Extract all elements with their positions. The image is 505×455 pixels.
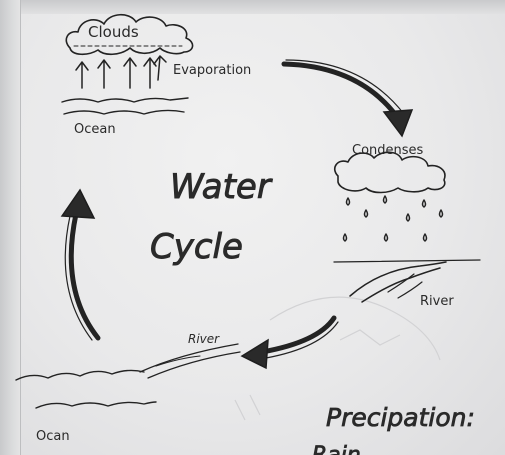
bottom-river-label: River bbox=[188, 332, 220, 346]
evaporation-to-condensation-arrow bbox=[281, 59, 414, 138]
precipitation-partial-text: Rain bbox=[312, 443, 361, 455]
diagram-title-line1: Water bbox=[170, 167, 273, 207]
top-ocean-label: Ocean bbox=[74, 122, 116, 137]
show-through-marks bbox=[234, 296, 441, 421]
precipitation-label: Precipation: bbox=[326, 403, 475, 432]
bottom-ocean-label: Ocan bbox=[36, 429, 70, 444]
condensing-cloud bbox=[333, 151, 446, 194]
ocean-to-clouds-arrow bbox=[60, 188, 101, 341]
page-top-shadow bbox=[0, 0, 505, 14]
right-river-label: River bbox=[420, 294, 454, 309]
binding-gutter bbox=[0, 0, 21, 455]
rain-drops bbox=[342, 195, 444, 242]
diagram-title-line2: Cycle bbox=[150, 227, 243, 267]
right-river-drawing bbox=[333, 259, 481, 303]
bottom-ocean-waves bbox=[15, 369, 157, 409]
evaporation-arrows bbox=[75, 55, 167, 89]
clouds-drawing: Clouds bbox=[65, 13, 194, 56]
bottom-river-drawing bbox=[139, 343, 241, 379]
river-to-ocean-arrow bbox=[240, 315, 339, 370]
clouds-label: Clouds bbox=[88, 23, 139, 41]
top-ocean-waves bbox=[61, 97, 189, 115]
evaporation-label: Evaporation bbox=[173, 63, 251, 78]
